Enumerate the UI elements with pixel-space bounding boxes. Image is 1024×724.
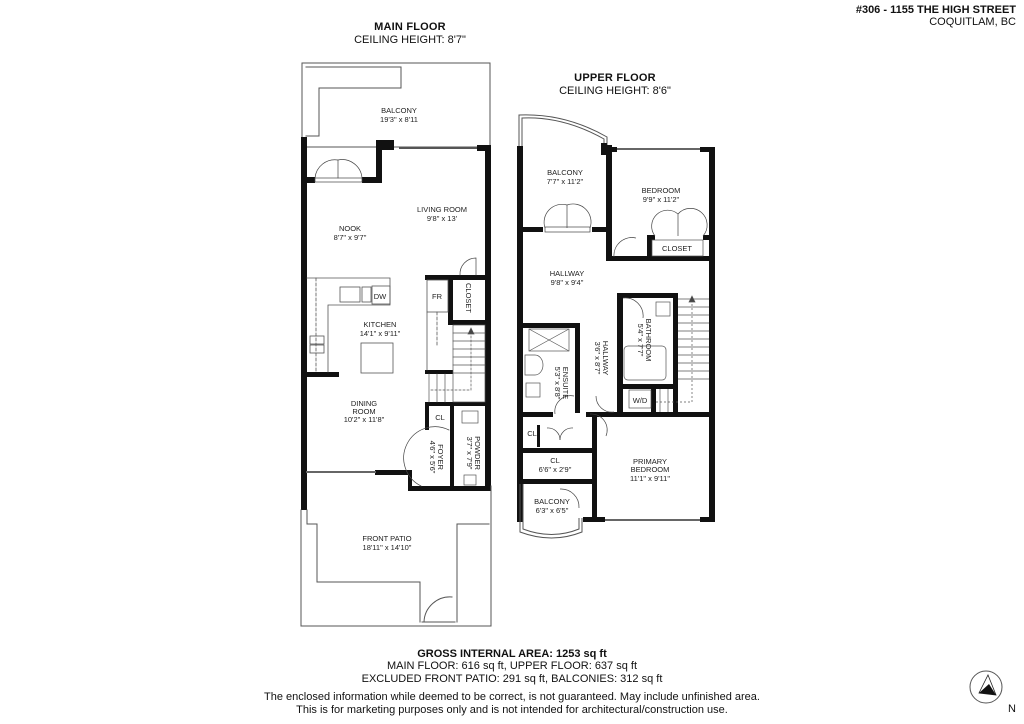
svg-text:HALLWAY: HALLWAY <box>550 269 584 278</box>
main-cl-label: CL <box>435 413 445 422</box>
svg-text:DINING: DINING <box>351 399 377 408</box>
disclaimer: The enclosed information while deemed to… <box>0 691 1024 717</box>
upper-walls <box>517 143 715 522</box>
svg-text:5'4" x 7'7": 5'4" x 7'7" <box>636 324 645 357</box>
upper-room-labels: BALCONY 7'7" x 11'2" BEDROOM 9'9" x 11'2… <box>534 168 680 515</box>
washer-dryer-label: W/D <box>633 396 648 405</box>
svg-text:3'7" x 7'9": 3'7" x 7'9" <box>465 437 474 470</box>
svg-text:BALCONY: BALCONY <box>547 168 583 177</box>
main-balcony-doors <box>314 159 363 183</box>
floor-areas: MAIN FLOOR: 616 sq ft, UPPER FLOOR: 637 … <box>386 660 638 672</box>
bedroom-closet-label: CLOSET <box>662 244 692 253</box>
address-line1: #306 - 1155 THE HIGH STREET <box>855 4 1016 16</box>
svg-text:CL: CL <box>550 456 560 465</box>
svg-text:8'7" x 9'7": 8'7" x 9'7" <box>334 233 367 242</box>
main-balcony-outline <box>301 62 491 148</box>
svg-text:BEDROOM: BEDROOM <box>642 186 681 195</box>
gross-area: GROSS INTERNAL AREA: 1253 sq ft <box>417 648 607 660</box>
compass-north-label: N <box>1008 703 1016 715</box>
main-floor-title: MAIN FLOOR CEILING HEIGHT: 8'7" <box>300 21 520 46</box>
compass-icon: N <box>969 670 1016 715</box>
area-summary: GROSS INTERNAL AREA: 1253 sq ft MAIN FLO… <box>0 648 1024 685</box>
dishwasher-label: DW <box>374 292 387 301</box>
svg-text:FRONT PATIO: FRONT PATIO <box>362 534 411 543</box>
address-block: #306 - 1155 THE HIGH STREET COQUITLAM, B… <box>856 4 1016 28</box>
svg-text:6'3" x 6'5": 6'3" x 6'5" <box>536 506 569 515</box>
svg-text:9'9" x 11'2": 9'9" x 11'2" <box>643 195 680 204</box>
upper-cl-label: CL <box>527 429 537 438</box>
svg-text:7'7" x 11'2": 7'7" x 11'2" <box>547 177 584 186</box>
upper-balcony-outline <box>518 114 608 146</box>
svg-text:9'8" x 9'4": 9'8" x 9'4" <box>551 278 584 287</box>
svg-text:PRIMARY: PRIMARY <box>633 457 667 466</box>
front-patio-outline <box>300 485 492 627</box>
main-floor-ceiling: CEILING HEIGHT: 8'7" <box>354 33 466 46</box>
upper-doors <box>543 203 708 509</box>
svg-text:NOOK: NOOK <box>339 224 361 233</box>
upper-floor-plan: CLOSET W/D CL B <box>517 114 715 539</box>
svg-text:3'6" x 8'7": 3'6" x 8'7" <box>593 342 602 375</box>
svg-text:4'6" x 5'6": 4'6" x 5'6" <box>428 441 437 474</box>
disclaimer-line1: The enclosed information while deemed to… <box>264 691 760 703</box>
main-closet-label: CLOSET <box>464 283 473 313</box>
main-room-labels: BALCONY 19'3" x 8'11 LIVING ROOM 9'8" x … <box>334 106 482 552</box>
svg-text:BATHROOM: BATHROOM <box>644 319 653 362</box>
upper-floor-name: UPPER FLOOR <box>574 72 656 84</box>
main-stairs <box>428 324 486 403</box>
address-line2: COQUITLAM, BC <box>929 16 1016 29</box>
svg-text:11'1" x 9'11": 11'1" x 9'11" <box>630 474 670 483</box>
svg-text:6'6" x 2'9": 6'6" x 2'9" <box>539 465 572 474</box>
main-floor-name: MAIN FLOOR <box>374 21 446 33</box>
svg-text:ENSUITE: ENSUITE <box>561 367 570 400</box>
svg-text:18'11" x 14'10": 18'11" x 14'10" <box>363 543 412 552</box>
svg-text:ROOM: ROOM <box>352 407 375 416</box>
svg-text:19'3" x 8'11: 19'3" x 8'11 <box>380 115 418 124</box>
svg-text:FOYER: FOYER <box>436 444 445 470</box>
svg-text:HALLWAY: HALLWAY <box>601 341 610 375</box>
svg-text:14'1" x 9'11": 14'1" x 9'11" <box>360 329 401 338</box>
svg-text:BALCONY: BALCONY <box>534 497 570 506</box>
svg-text:KITCHEN: KITCHEN <box>364 320 397 329</box>
svg-text:LIVING ROOM: LIVING ROOM <box>417 205 467 214</box>
svg-text:5'3" x 8'8": 5'3" x 8'8" <box>553 367 562 400</box>
svg-text:BALCONY: BALCONY <box>381 106 417 115</box>
north-compass: N <box>962 662 1018 718</box>
disclaimer-line2: This is for marketing purposes only and … <box>296 704 728 717</box>
fridge-label: FR <box>432 292 443 301</box>
svg-text:10'2" x 11'8": 10'2" x 11'8" <box>344 415 385 424</box>
main-floor-plan: DW FR CLOSET CL <box>300 62 492 627</box>
excluded-areas: EXCLUDED FRONT PATIO: 291 sq ft, BALCONI… <box>361 672 663 685</box>
kitchen-counters <box>306 277 394 374</box>
upper-stairs <box>656 295 709 412</box>
svg-text:POWDER: POWDER <box>473 436 482 470</box>
upper-floor-ceiling: CEILING HEIGHT: 8'6" <box>559 84 671 97</box>
svg-text:9'8" x 13': 9'8" x 13' <box>427 214 458 223</box>
main-walls <box>301 137 491 510</box>
upper-floor-title: UPPER FLOOR CEILING HEIGHT: 8'6" <box>505 72 725 97</box>
svg-text:BEDROOM: BEDROOM <box>631 465 670 474</box>
